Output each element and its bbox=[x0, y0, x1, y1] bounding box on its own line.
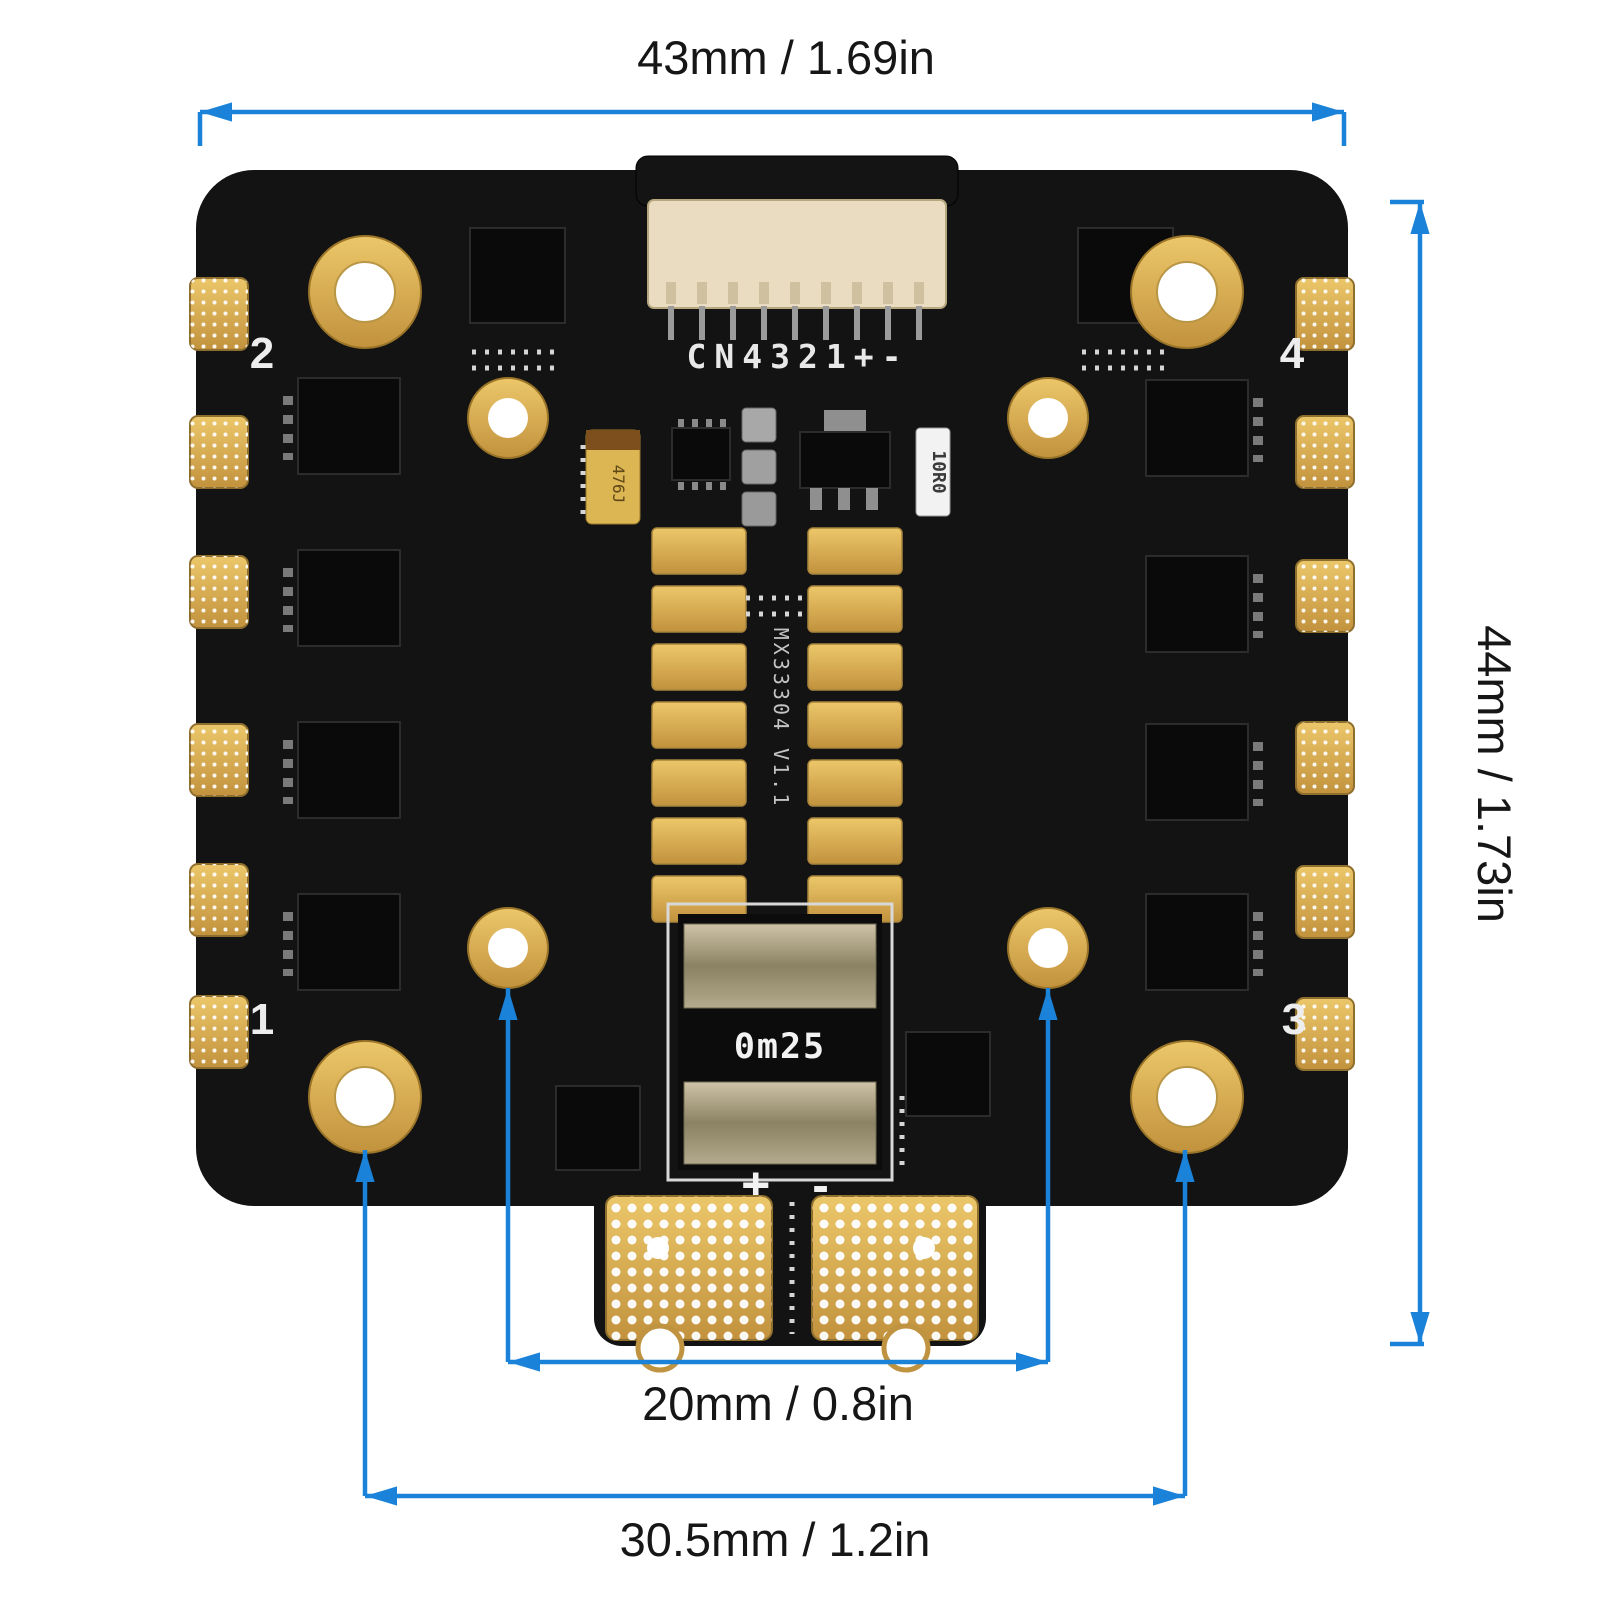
connector-slots bbox=[666, 282, 924, 304]
battery-pad-hole bbox=[647, 1237, 669, 1259]
regulator-leg bbox=[866, 488, 878, 510]
mosfet-chip bbox=[1145, 893, 1249, 991]
resistor-label: 10R0 bbox=[928, 450, 949, 493]
mounting-hole-top-right-bore bbox=[1156, 261, 1218, 323]
corner-number-4: 4 bbox=[1280, 329, 1305, 378]
dimension-inner-holes: 20mm / 0.8in bbox=[498, 988, 1058, 1430]
inner-hole-spacing-label: 20mm / 0.8in bbox=[642, 1377, 914, 1430]
solder-pad bbox=[807, 759, 903, 807]
mosfet-chip bbox=[555, 1085, 641, 1171]
dimension-height: 44mm / 1.73in bbox=[1390, 199, 1521, 1347]
mosfet-chip bbox=[1145, 723, 1249, 821]
ffc-connector bbox=[635, 155, 959, 340]
edge-pad-holes bbox=[1296, 998, 1354, 1070]
solder-pad bbox=[807, 817, 903, 865]
connector-pins bbox=[668, 306, 922, 340]
solder-pad bbox=[651, 643, 747, 691]
solder-pad bbox=[651, 527, 747, 575]
width-dimension-label: 43mm / 1.69in bbox=[637, 31, 935, 84]
regulator-leg bbox=[838, 488, 850, 510]
battery-pad-hole bbox=[913, 1237, 935, 1259]
mounting-holes bbox=[308, 235, 1244, 1154]
edge-pad-holes bbox=[190, 278, 248, 350]
edge-pad-holes bbox=[1296, 278, 1354, 350]
capacitor-label: 476J bbox=[609, 465, 628, 504]
shunt-label: 0m25 bbox=[734, 1027, 826, 1067]
mounting-hole-bottom-left-bore bbox=[334, 1066, 396, 1128]
mosfet-chip bbox=[297, 549, 401, 647]
outer-hole-spacing-label: 30.5mm / 1.2in bbox=[620, 1513, 931, 1566]
connector-clamp bbox=[635, 155, 959, 207]
via-rows bbox=[472, 349, 1170, 1334]
inner-hole-top-right-bore bbox=[1028, 398, 1068, 438]
solder-pad bbox=[807, 643, 903, 691]
connector-label: CN4321+- bbox=[687, 337, 910, 376]
silkscreen-vertical-label: MX33304 V1.1 bbox=[769, 628, 793, 809]
capacitor-polarity-stripe bbox=[586, 430, 640, 450]
dimension-annotations: 43mm / 1.69in 44mm / 1.73in 20mm / 0.8in… bbox=[197, 31, 1521, 1566]
shunt-resistor-small bbox=[915, 427, 951, 517]
shunt-terminal-bottom bbox=[683, 1081, 877, 1165]
edge-pad-holes bbox=[1296, 560, 1354, 632]
small-ic bbox=[671, 427, 731, 481]
edge-pads-right bbox=[1295, 277, 1355, 1071]
inner-hole-bottom-right-bore bbox=[1028, 928, 1068, 968]
mosfet-chip bbox=[297, 893, 401, 991]
solder-pad bbox=[651, 759, 747, 807]
mosfet-chip bbox=[905, 1031, 991, 1117]
edge-pad-holes bbox=[190, 416, 248, 488]
solder-pad bbox=[807, 527, 903, 575]
solder-pad bbox=[651, 817, 747, 865]
dimension-outer-holes: 30.5mm / 1.2in bbox=[355, 1150, 1195, 1566]
edge-pads-left bbox=[189, 277, 249, 1069]
edge-pad-holes bbox=[190, 556, 248, 628]
corner-number-2: 2 bbox=[250, 329, 274, 378]
mosfet-chip bbox=[297, 721, 401, 819]
edge-pad-holes bbox=[190, 724, 248, 796]
mosfet-chip bbox=[297, 377, 401, 475]
edge-pad-holes bbox=[1296, 416, 1354, 488]
solder-pad bbox=[807, 701, 903, 749]
voltage-regulator bbox=[799, 431, 891, 489]
edge-pad-holes bbox=[1296, 866, 1354, 938]
inner-hole-bottom-left-bore bbox=[488, 928, 528, 968]
edge-pad-holes bbox=[190, 864, 248, 936]
inner-hole-top-left-bore bbox=[488, 398, 528, 438]
smd-capacitor bbox=[741, 491, 777, 527]
edge-pad-holes bbox=[1296, 722, 1354, 794]
mosfet-chip bbox=[469, 227, 566, 324]
smd-capacitor bbox=[741, 449, 777, 485]
smd-capacitor bbox=[741, 407, 777, 443]
mosfet-chip bbox=[1145, 555, 1249, 653]
shunt-terminal-top bbox=[683, 923, 877, 1009]
pcb-board: 476J 10R0 bbox=[189, 155, 1355, 1373]
corner-number-1: 1 bbox=[250, 995, 274, 1044]
mounting-hole-top-left-bore bbox=[334, 261, 396, 323]
dimension-width: 43mm / 1.69in bbox=[197, 31, 1347, 146]
capacitor-pads bbox=[651, 527, 903, 923]
shunt-silkscreen bbox=[666, 902, 894, 1182]
voltage-regulator-tab bbox=[824, 410, 866, 432]
battery-pads bbox=[605, 1195, 979, 1373]
mosfet-chip bbox=[1145, 379, 1249, 477]
height-dimension-label: 44mm / 1.73in bbox=[1468, 625, 1521, 923]
solder-pad bbox=[651, 585, 747, 633]
solder-pad bbox=[807, 585, 903, 633]
current-shunt: 0m25 bbox=[666, 902, 894, 1182]
solder-pad bbox=[651, 701, 747, 749]
battery-pad-holes bbox=[812, 1196, 978, 1340]
battery-pad-holes bbox=[606, 1196, 772, 1340]
regulator-leg bbox=[810, 488, 822, 510]
mosfet-chips bbox=[283, 227, 1263, 991]
smd-components: 476J 10R0 bbox=[580, 407, 951, 527]
edge-pad-holes bbox=[190, 996, 248, 1068]
corner-number-3: 3 bbox=[1282, 995, 1306, 1044]
mounting-hole-bottom-right-bore bbox=[1156, 1066, 1218, 1128]
